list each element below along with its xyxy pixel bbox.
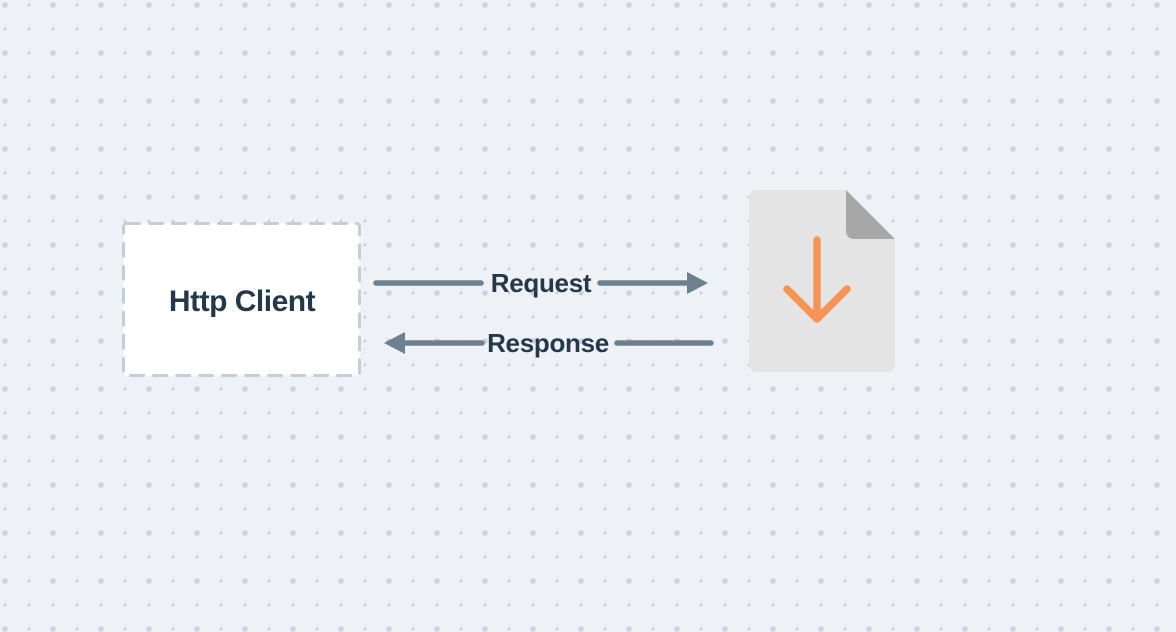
http-client-node: Http Client — [122, 222, 361, 377]
response-arrowhead-icon — [384, 332, 405, 354]
file-folded-corner — [846, 190, 895, 239]
request-label: Request — [491, 268, 592, 298]
file-download-icon — [749, 190, 895, 372]
response-arrow: Response — [384, 328, 714, 358]
http-client-label: Http Client — [169, 285, 316, 318]
request-arrow: Request — [373, 268, 708, 298]
request-arrowhead-icon — [687, 272, 708, 294]
download-arrow-icon — [783, 236, 851, 323]
http-client-box — [122, 222, 361, 377]
response-label: Response — [487, 328, 609, 358]
file-body-shape — [749, 190, 895, 372]
